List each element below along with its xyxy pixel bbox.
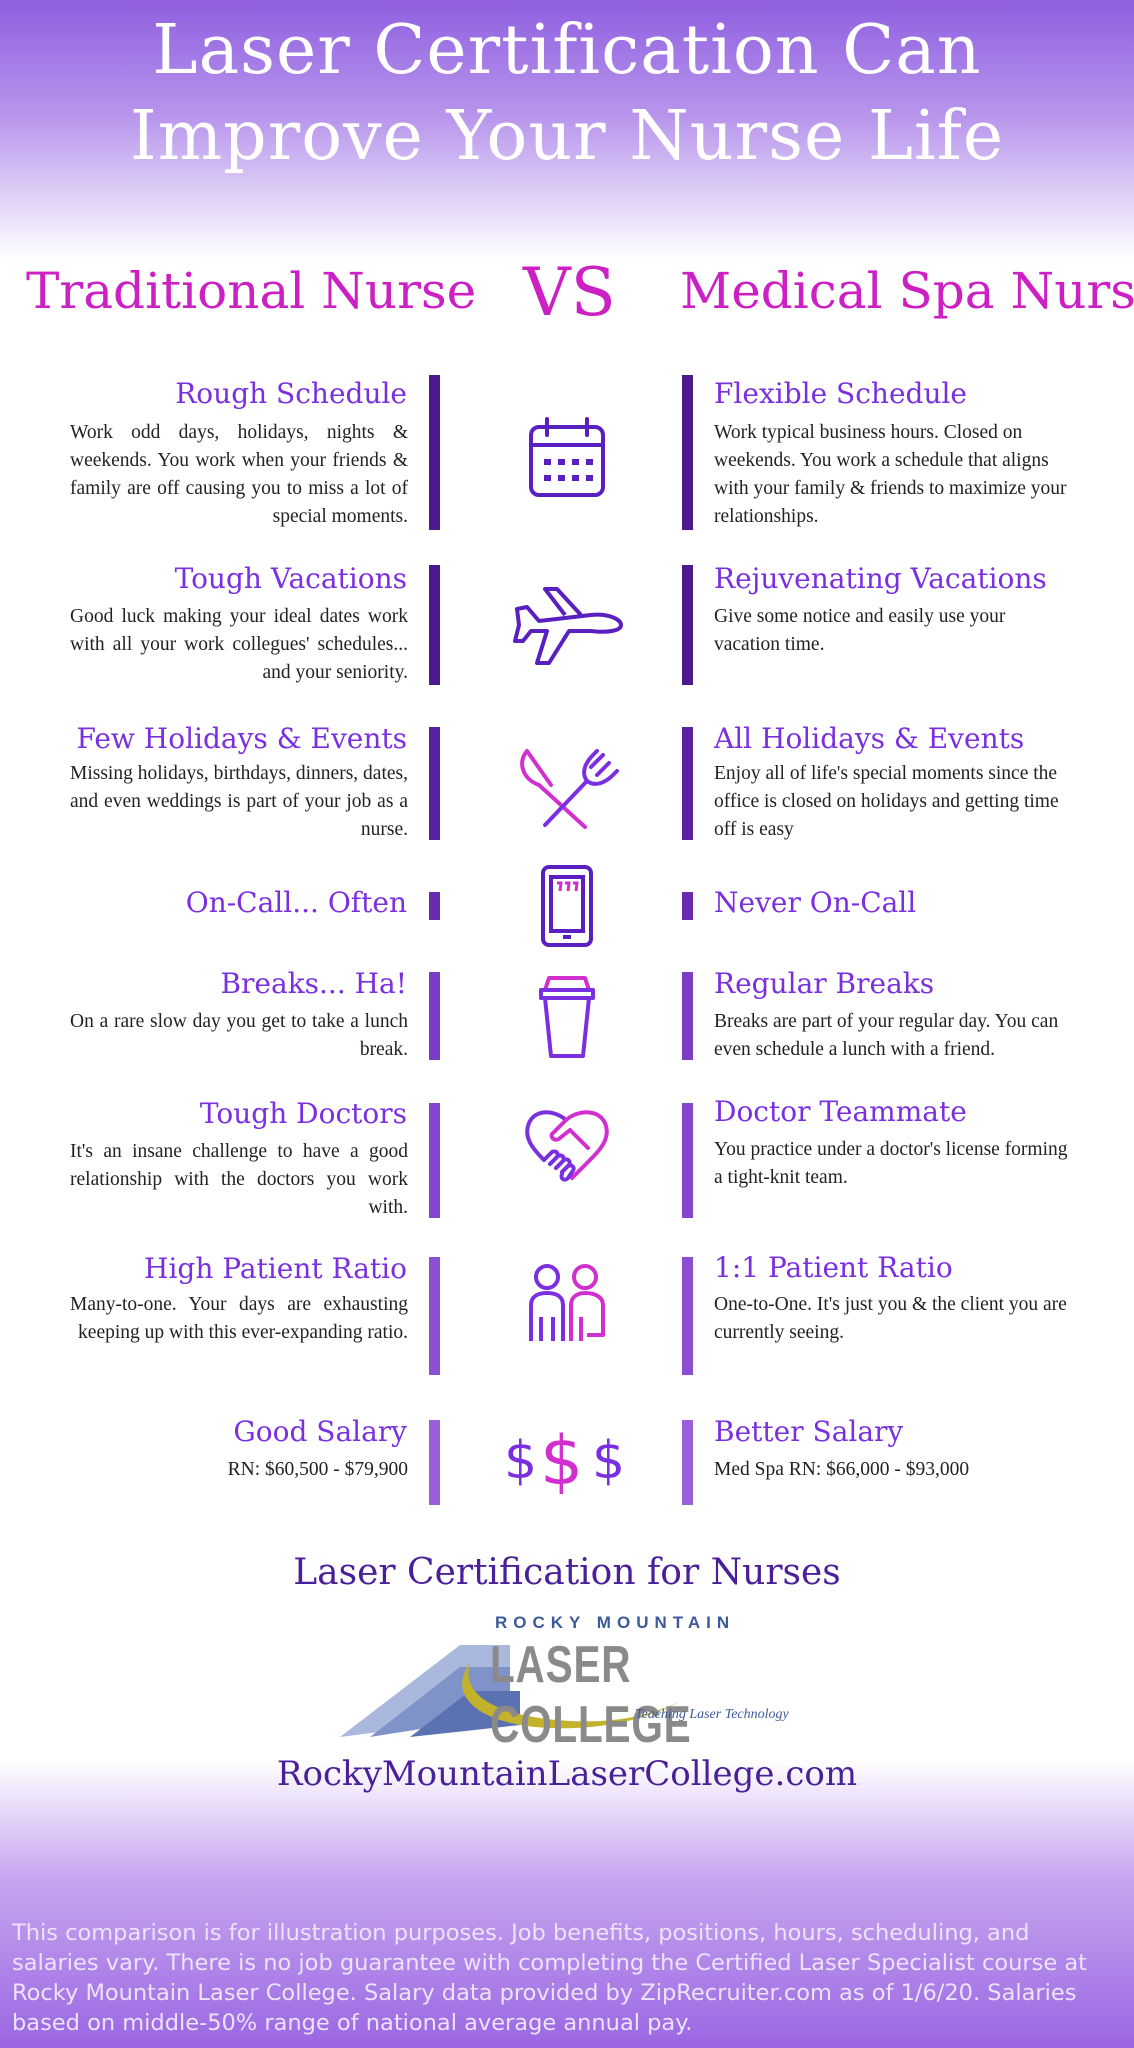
logo-main-text: LASER COLLEGE <box>490 1636 692 1754</box>
right-bar <box>682 892 693 920</box>
header-gradient <box>0 0 1134 260</box>
right-title: All Holidays & Events <box>714 722 1025 755</box>
logo-top-text: ROCKY MOUNTAIN <box>495 1613 736 1632</box>
college-logo: ROCKY MOUNTAIN LASER COLLEGE Teaching La… <box>330 1605 810 1754</box>
left-title: Tough Doctors <box>199 1097 407 1130</box>
left-text: Good luck making your ideal dates work w… <box>70 606 408 683</box>
left-title: High Patient Ratio <box>144 1252 407 1285</box>
heading-vs: VS <box>523 254 616 331</box>
right-title: Flexible Schedule <box>714 377 967 410</box>
right-bar <box>682 1257 693 1375</box>
right-text: Give some notice and easily use your vac… <box>714 606 1006 655</box>
right-text: Enjoy all of life's special moments sinc… <box>714 763 1059 840</box>
right-bar <box>682 375 693 530</box>
left-text: Work odd days, holidays, nights & weeken… <box>70 422 408 527</box>
left-bar <box>429 727 440 840</box>
logo-tagline: Teaching Laser Technology <box>635 1707 789 1722</box>
heading-traditional-nurse: Traditional Nurse <box>26 262 477 320</box>
right-bar <box>682 565 693 685</box>
right-title: Rejuvenating Vacations <box>714 562 1047 595</box>
right-text: You practice under a doctor's license fo… <box>714 1139 1068 1188</box>
fork-knife-icon <box>497 745 637 829</box>
left-text: On a rare slow day you get to take a lun… <box>70 1011 408 1060</box>
left-text: It's an insane challenge to have a good … <box>70 1141 408 1218</box>
coffee-cup-icon <box>497 976 637 1060</box>
right-text: Work typical business hours. Closed on w… <box>714 422 1067 527</box>
left-bar <box>429 972 440 1060</box>
left-title: Good Salary <box>233 1415 407 1448</box>
svg-text:$: $ <box>540 1422 583 1494</box>
left-bar <box>429 1420 440 1505</box>
left-title: Tough Vacations <box>174 562 407 595</box>
calendar-icon <box>497 415 637 499</box>
right-text: Med Spa RN: $66,000 - $93,000 <box>714 1459 970 1480</box>
right-title: Regular Breaks <box>714 967 935 1000</box>
left-title: Rough Schedule <box>175 377 407 410</box>
right-title: Never On-Call <box>714 886 917 919</box>
website-link[interactable]: RockyMountainLaserCollege.com <box>276 1754 858 1794</box>
left-bar <box>429 892 440 920</box>
right-title: Better Salary <box>714 1415 904 1448</box>
left-bar <box>429 565 440 685</box>
right-bar <box>682 972 693 1060</box>
right-bar <box>682 1103 693 1218</box>
right-title: 1:1 Patient Ratio <box>714 1251 953 1284</box>
right-text: One-to-One. It's just you & the client y… <box>714 1294 1067 1343</box>
phone-icon <box>497 865 637 947</box>
svg-text:$: $ <box>592 1431 625 1491</box>
cert-heading: Laser Certification for Nurses <box>293 1552 841 1593</box>
disclaimer-text: This comparison is for illustration purp… <box>12 1920 1087 2036</box>
svg-text:$: $ <box>504 1431 537 1491</box>
left-text: Many-to-one. Your days are exhausting ke… <box>70 1294 408 1343</box>
left-title: Breaks... Ha! <box>220 967 407 1000</box>
left-title: On-Call... Often <box>185 886 407 919</box>
left-text: RN: $60,500 - $79,900 <box>227 1459 408 1480</box>
right-bar <box>682 727 693 840</box>
left-bar <box>429 1103 440 1218</box>
left-bar <box>429 375 440 530</box>
left-bar <box>429 1257 440 1375</box>
dollar-icon: $ $ $ <box>497 1420 637 1494</box>
left-text: Missing holidays, birthdays, dinners, da… <box>70 763 408 840</box>
page-title: Laser Certification Can Improve Your Nur… <box>129 11 1005 176</box>
people-icon <box>497 1261 637 1345</box>
footer-gradient <box>0 1760 1134 2048</box>
left-title: Few Holidays & Events <box>76 722 407 755</box>
handshake-icon <box>497 1106 637 1190</box>
right-text: Breaks are part of your regular day. You… <box>714 1011 1059 1060</box>
right-title: Doctor Teammate <box>714 1095 967 1128</box>
heading-medical-spa-nurse: Medical Spa Nurse <box>680 262 1134 320</box>
airplane-icon <box>497 583 637 667</box>
right-bar <box>682 1420 693 1505</box>
logo-swoosh-icon <box>340 1645 680 1737</box>
